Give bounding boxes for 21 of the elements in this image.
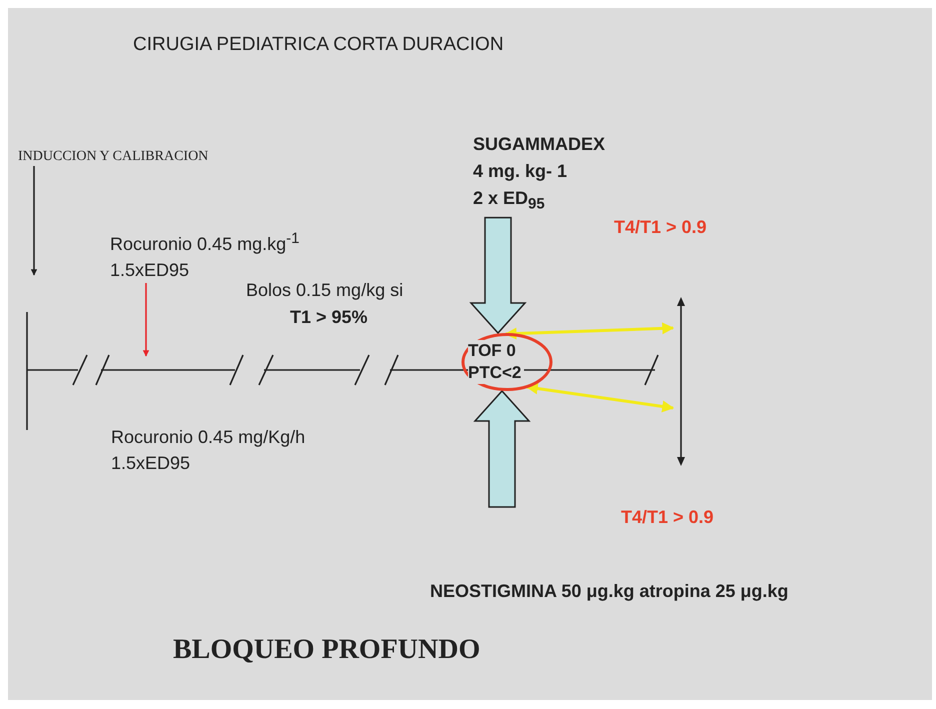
arrow [142,283,150,357]
ratio-label: T4/T1 > 0.9 [614,216,707,239]
drug-name: SUGAMMADEX [473,133,606,156]
condition-label: T1 > 95% [290,306,368,329]
status-label: TOF 0 PTC<2 [468,340,524,384]
phase-label: INDUCCION Y CALIBRACION [18,148,208,166]
ellipse-node [462,333,552,391]
dose-label: Rocuronio 0.45 mg/Kg/h 1.5xED95 [111,426,306,475]
footer-title: BLOQUEO PROFUNDO [173,633,480,667]
arrow [504,322,674,340]
block-arrow [469,216,527,334]
dose-label: Rocuronio 0.45 mg.kg$^{-1}$ 1.5xED95 [110,229,300,282]
diagram-title: CIRUGIA PEDIATRICA CORTA DURACION [133,33,504,57]
ratio-label: T4/T1 > 0.9 [621,506,714,529]
dose-label: Bolos 0.15 mg/kg si [246,279,404,302]
block-arrow [473,390,531,508]
dose-label: 2 x ED$_{95}$ [473,187,546,215]
arrow [30,166,38,276]
arrow [526,382,674,412]
dose-label: 4 mg. kg- 1 [473,160,568,183]
reversal-dose-label: NEOSTIGMINA 50 μg.kg atropina 25 μg.kg [430,580,788,603]
